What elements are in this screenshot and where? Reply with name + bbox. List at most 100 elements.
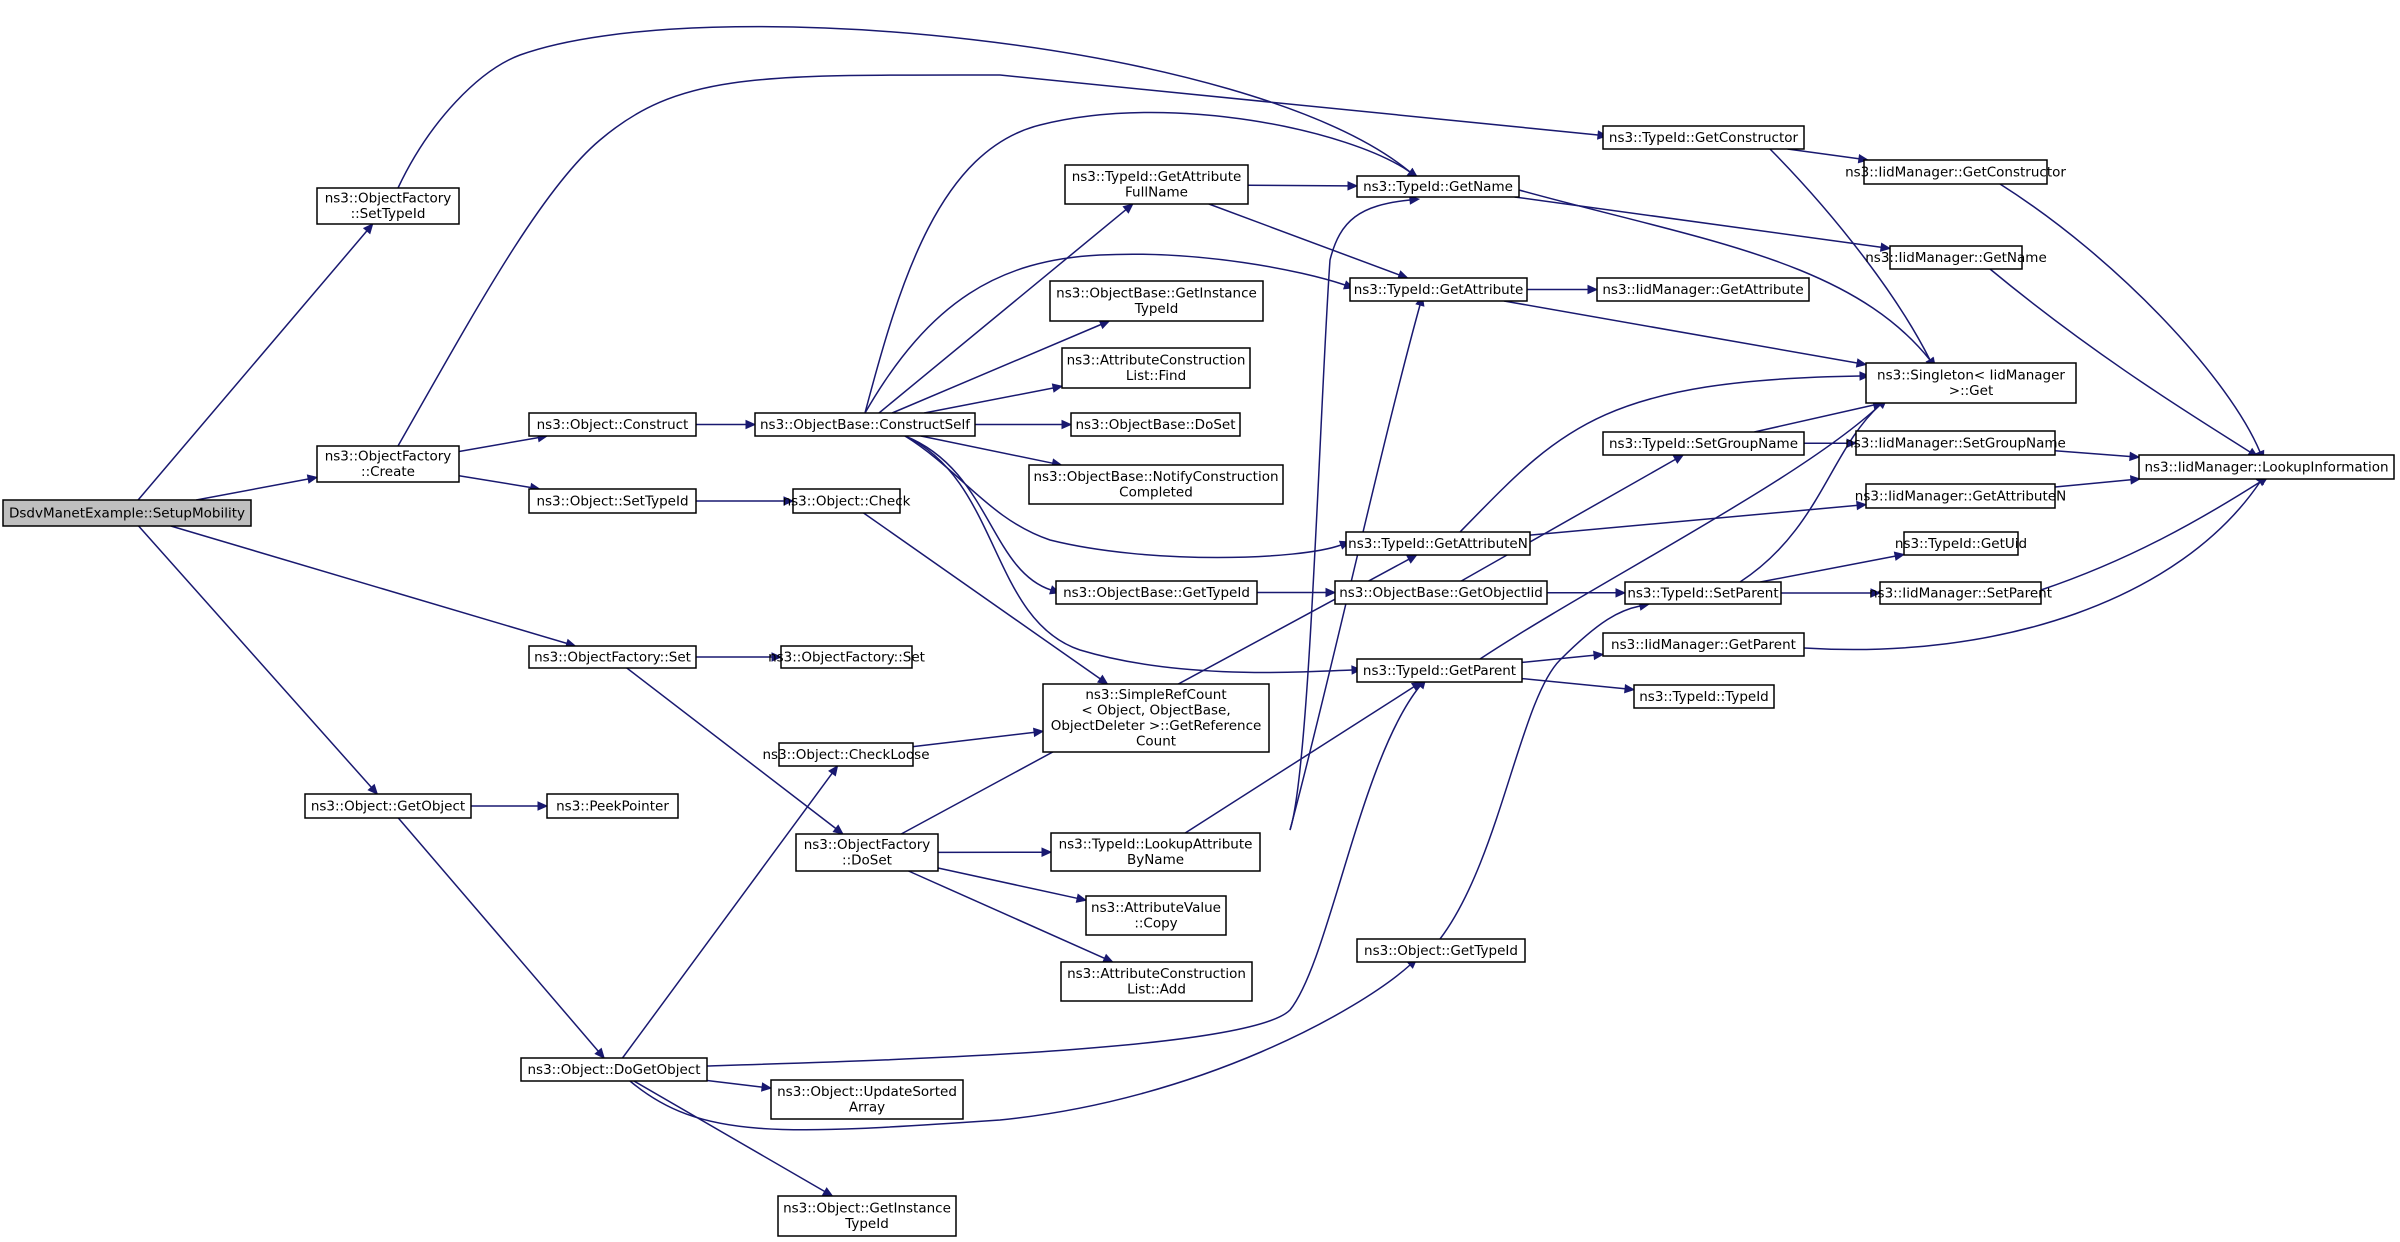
edge-arrowhead (1098, 320, 1111, 330)
function-node[interactable]: ns3::IidManager::GetAttribute (1596, 277, 1810, 302)
function-node[interactable]: ns3::Object::Construct (528, 412, 697, 437)
edge-line (912, 731, 1035, 748)
node-box (1903, 531, 2019, 556)
edge-line (1760, 555, 1896, 583)
function-node[interactable]: ns3::IidManager::GetParent (1602, 632, 1805, 657)
function-node[interactable]: ns3::Singleton< IidManager>::Get (1865, 362, 2077, 404)
function-node[interactable]: ns3::IidManager::SetGroupName (1845, 430, 2066, 456)
function-node[interactable]: ns3::Object::GetTypeId (1356, 938, 1526, 963)
function-node[interactable]: ns3::ObjectBase::NotifyConstructionCompl… (1028, 464, 1284, 505)
edge-line (904, 435, 1342, 559)
node-box (1889, 245, 2023, 270)
function-node[interactable]: ns3::Object::Check (783, 488, 911, 514)
function-node[interactable]: ns3::Object::DoGetObject (520, 1057, 708, 1082)
edge-n21-n45 (1521, 677, 1636, 694)
edge-n6-n33 (1787, 148, 1870, 164)
function-node[interactable]: ns3::IidManager::GetConstructor (1845, 159, 2066, 185)
function-node[interactable]: ns3::TypeId::SetGroupName (1602, 431, 1805, 456)
edge-line (891, 323, 1102, 414)
function-node[interactable]: ns3::ObjectFactory::Set (768, 645, 925, 669)
node-box (780, 645, 913, 669)
edge-line (1289, 304, 1421, 831)
function-node[interactable]: ns3::IidManager::SetParent (1869, 581, 2052, 605)
node-label: ns3::Object::DoGetObject (527, 1062, 700, 1078)
edge-arrowhead (1857, 153, 1870, 164)
edge-arrowhead (537, 801, 549, 811)
function-node[interactable]: ns3::ObjectFactory::Set (528, 645, 697, 669)
node-label: ::DoSet (842, 853, 892, 869)
node-box (1596, 277, 1810, 302)
function-node[interactable]: ns3::ObjectBase::DoSet (1070, 412, 1241, 437)
function-node[interactable]: ns3::AttributeValue::Copy (1085, 895, 1227, 936)
function-node[interactable]: ns3::PeekPointer (546, 793, 679, 819)
edge-line (458, 436, 539, 453)
function-node[interactable]: ns3::TypeId::GetAttribute (1349, 277, 1528, 302)
function-node[interactable]: ns3::TypeId::GetConstructor (1602, 125, 1805, 150)
node-box (1356, 658, 1523, 683)
function-node[interactable]: ns3::TypeId::GetParent (1356, 658, 1523, 683)
function-node[interactable]: ns3::Object::GetObject (304, 793, 472, 819)
function-node[interactable]: ns3::SimpleRefCount< Object, ObjectBase,… (1042, 683, 1270, 753)
edge-line (2054, 479, 2131, 488)
node-box (2, 499, 252, 527)
node-label: List::Add (1127, 982, 1186, 998)
edge-n9-n11 (878, 203, 1134, 414)
edge-n9-n13 (924, 383, 1064, 414)
edge-n4-n29 (397, 817, 605, 1059)
function-node[interactable]: ns3::ObjectBase::ConstructSelf (754, 412, 976, 437)
edge-n23-n17 (912, 727, 1045, 748)
function-node[interactable]: ns3::ObjectFactory::DoSet (795, 833, 939, 872)
edge-n2-n8 (458, 474, 541, 493)
node-label: ns3::ObjectFactory (804, 837, 931, 853)
node-label: < Object, ObjectBase, (1081, 703, 1230, 719)
edge-n24-n27 (908, 870, 1114, 963)
root-function-node[interactable]: DsdvManetExample::SetupMobility (2, 499, 252, 527)
node-label: ns3::ObjectBase::GetObjectIid (1339, 585, 1543, 601)
node-label: ns3::TypeId::GetConstructor (1609, 130, 1799, 146)
node-box (1863, 159, 2048, 185)
function-node[interactable]: ns3::TypeId::SetParent (1624, 581, 1782, 605)
edge-arrowhead (362, 223, 374, 235)
function-node[interactable]: ns3::TypeId::GetUid (1895, 531, 2027, 556)
edge-n3-n24 (626, 667, 844, 835)
function-node[interactable]: ns3::TypeId::GetAttributeN (1345, 531, 1531, 556)
edge-line (1289, 199, 1411, 831)
edge-line (1479, 404, 1881, 660)
edge-n42-n41 (1760, 551, 1906, 583)
node-label: ns3::AttributeValue (1091, 900, 1221, 916)
function-node[interactable]: ns3::ObjectFactory::Create (316, 445, 460, 483)
edge-line (863, 512, 1101, 680)
function-node[interactable]: ns3::IidManager::LookupInformation (2138, 454, 2395, 480)
function-node[interactable]: ns3::IidManager::GetName (1865, 245, 2047, 270)
node-box (2138, 454, 2395, 480)
edge-arrowhead (1855, 358, 1868, 368)
edge-n33-n39 (1999, 183, 2265, 462)
edge-n24-n25 (937, 847, 1053, 857)
node-box (520, 1057, 708, 1082)
edge-n10-n17 (863, 512, 1109, 685)
function-node[interactable]: ns3::ObjectBase::GetObjectIid (1334, 580, 1548, 605)
edge-line (1439, 605, 1641, 940)
node-label: ns3::TypeId::GetAttributeN (1348, 536, 1528, 552)
function-node[interactable]: ns3::TypeId::GetName (1356, 175, 1520, 198)
node-label: ns3::AttributeConstruction (1067, 966, 1246, 982)
function-node[interactable]: ns3::Object::SetTypeId (528, 488, 697, 514)
node-label: ::Copy (1134, 916, 1177, 932)
function-node[interactable]: ns3::TypeId::TypeId (1633, 684, 1775, 709)
edge-n0-n3 (170, 525, 577, 648)
node-box (1855, 430, 2056, 456)
edge-n18-n35 (1527, 284, 1599, 295)
node-box (528, 645, 697, 669)
function-node[interactable]: ns3::IidManager::GetAttributeN (1855, 483, 2066, 509)
function-node[interactable]: ns3::Object::CheckLoose (762, 742, 930, 767)
function-node[interactable]: ns3::ObjectBase::GetTypeId (1055, 580, 1258, 605)
edge-line (937, 867, 1078, 900)
function-node[interactable]: ns3::ObjectFactory::SetTypeId (316, 187, 460, 225)
